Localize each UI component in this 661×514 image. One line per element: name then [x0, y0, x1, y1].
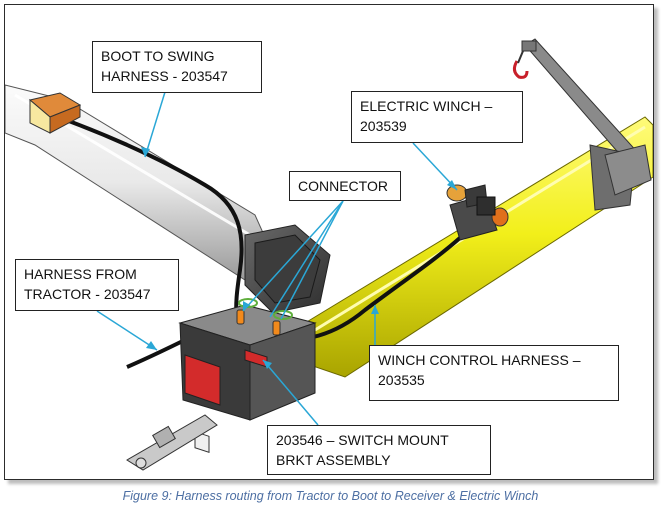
callout-line: CONNECTOR: [298, 178, 388, 194]
boot-to-swing-harness: [46, 111, 244, 324]
callout-switch-mount: 203546 – SWITCH MOUNT BRKT ASSEMBLY: [267, 425, 491, 475]
callout-line: WINCH CONTROL HARNESS –: [378, 352, 581, 368]
callout-line: HARNESS FROM: [24, 266, 137, 282]
leader-arrows: [141, 147, 457, 369]
hook-icon: [512, 60, 529, 79]
callout-connector: CONNECTOR: [289, 171, 401, 201]
orange-connector: [236, 309, 245, 325]
callout-line: TRACTOR - 203547: [24, 286, 151, 302]
boot-housing: [244, 224, 331, 314]
orange-connector-block: [28, 92, 82, 134]
green-coil: [238, 298, 258, 308]
callout-harness-from-tractor: HARNESS FROM TRACTOR - 203547: [15, 259, 179, 311]
receiver-body: [178, 304, 317, 453]
callout-line: 203546 – SWITCH MOUNT: [276, 432, 449, 448]
electric-winch: [446, 184, 509, 241]
connector-group: [236, 298, 293, 336]
hitch-tongue: [126, 414, 218, 471]
red-switch-box: [184, 354, 221, 406]
figure-caption: Figure 9: Harness routing from Tractor t…: [122, 489, 539, 503]
callout-line: BOOT TO SWING: [101, 48, 215, 64]
callout-winch-control-harness: WINCH CONTROL HARNESS – 203535: [369, 345, 619, 401]
green-coil: [273, 310, 293, 320]
callout-line: 203539: [360, 118, 407, 134]
harness-routing-illustration: [5, 38, 653, 471]
orange-connector: [272, 320, 281, 336]
callout-line: HARNESS - 203547: [101, 68, 228, 84]
callout-line: 203535: [378, 372, 425, 388]
winch-arm: [512, 38, 652, 211]
callout-line: BRKT ASSEMBLY: [276, 452, 391, 468]
callout-boot-to-swing-harness: BOOT TO SWING HARNESS - 203547: [92, 41, 262, 93]
figure-frame: BOOT TO SWING HARNESS - 203547 ELECTRIC …: [4, 4, 654, 480]
callout-electric-winch: ELECTRIC WINCH – 203539: [351, 91, 523, 143]
callout-line: ELECTRIC WINCH –: [360, 98, 493, 114]
